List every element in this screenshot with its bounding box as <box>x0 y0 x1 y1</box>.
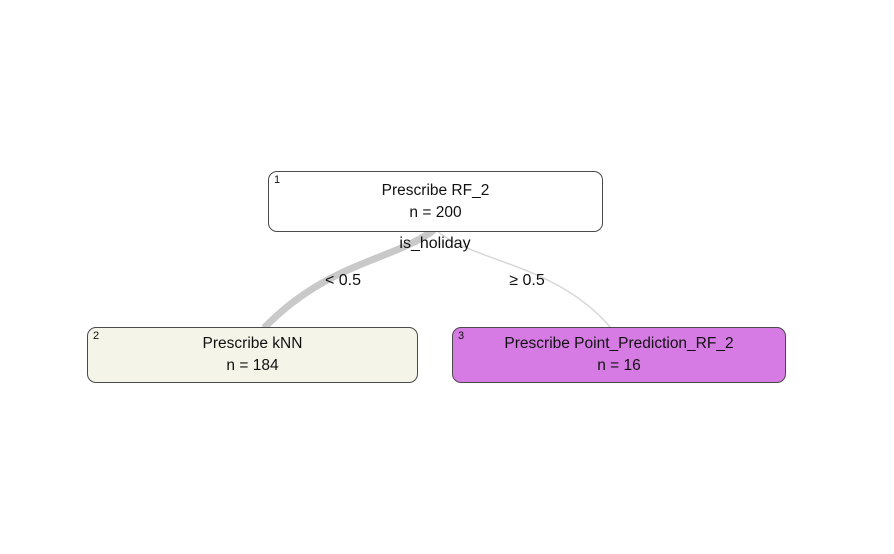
node-2-n: n = 184 <box>226 357 279 374</box>
node-2-label: Prescribe kNN <box>202 335 303 352</box>
node-1-n: n = 200 <box>409 203 462 221</box>
edge-left-label: < 0.5 <box>324 272 362 289</box>
edge-left-branch <box>261 227 437 331</box>
node-2-number: 2 <box>93 330 100 342</box>
node-1-root: 1 Prescribe RF_2 n = 200 <box>268 171 603 232</box>
node-2-leaf: 2 Prescribe kNN n = 184 <box>87 327 418 383</box>
split-variable-label: is_holiday <box>399 235 471 252</box>
node-3-n: n = 16 <box>597 357 641 374</box>
edge-right-label: ≥ 0.5 <box>509 272 545 289</box>
edge-right-branch <box>435 229 612 329</box>
node-3-label: Prescribe Point_Prediction_RF_2 <box>504 335 734 352</box>
node-3-number: 3 <box>458 330 465 342</box>
node-3-leaf: 3 Prescribe Point_Prediction_RF_2 n = 16 <box>452 327 786 383</box>
node-1-number: 1 <box>274 174 281 186</box>
node-1-label: Prescribe RF_2 <box>381 181 490 199</box>
